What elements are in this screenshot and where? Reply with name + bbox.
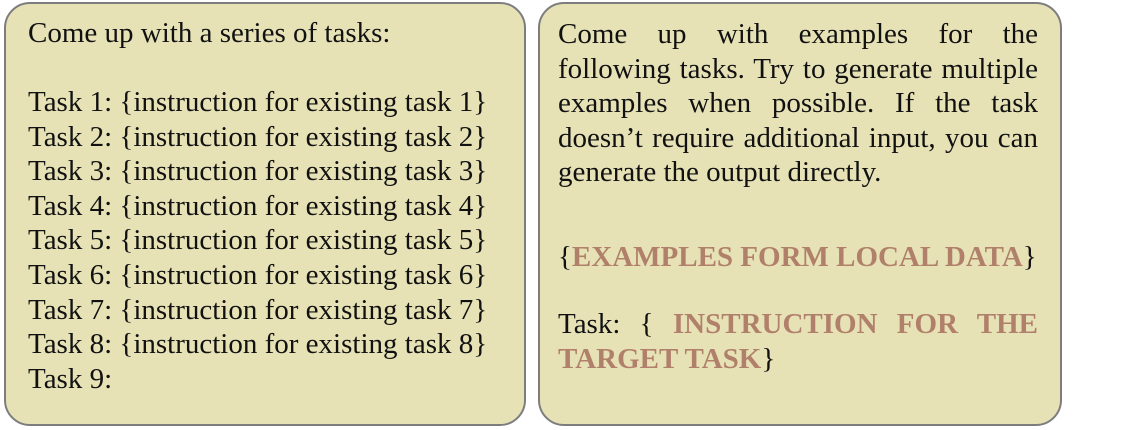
task-list: Task 1: {instruction for existing task 1…: [28, 85, 487, 396]
target-task-placeholder-2: TARGET TASK: [558, 342, 762, 375]
examples-placeholder: EXAMPLES FORM LOCAL DATA: [571, 241, 1023, 273]
instruction-line-1: Come up with examples for the: [558, 18, 1038, 50]
target-task-placeholder-1: INSTRUCTION FOR THE: [672, 308, 1039, 340]
task-item-4: Task 4: {instruction for existing task 4…: [28, 189, 488, 222]
prompt-box-example-generation: Come up with examples for the following …: [538, 2, 1062, 426]
task-item-1: Task 1: {instruction for existing task 1…: [28, 86, 488, 118]
target-task-line-2: TARGET TASK}: [558, 342, 1038, 377]
instruction-line-3: examples when possible. If the task: [558, 87, 1038, 120]
target-task-line-1: Task: { INSTRUCTION FOR THE: [558, 307, 1038, 342]
task-item-8: Task 8: {instruction for existing task 8…: [28, 328, 488, 361]
task-list-header: Come up with a series of tasks:: [28, 17, 391, 49]
task-item-7: Task 7: {instruction for existing task 7…: [28, 293, 488, 326]
prompt-box-task-list: Come up with a series of tasks: Task 1: …: [4, 2, 526, 426]
instruction-paragraph: Come up with examples for the following …: [558, 17, 1038, 190]
target-task-block: Task: { INSTRUCTION FOR THE TARGET TASK}: [558, 307, 1038, 376]
task-item-9: Task 9:: [28, 362, 113, 395]
examples-close-brace: }: [1022, 241, 1037, 273]
task-item-2: Task 2: {instruction for existing task 2…: [28, 120, 488, 153]
task-item-3: Task 3: {instruction for existing task 3…: [28, 155, 488, 188]
examples-open-brace: {: [558, 241, 572, 273]
examples-placeholder-line: {EXAMPLES FORM LOCAL DATA}: [558, 240, 1037, 274]
task-item-6: Task 6: {instruction for existing task 6…: [28, 258, 488, 291]
task-item-5: Task 5: {instruction for existing task 5…: [28, 224, 488, 257]
instruction-line-4: doesn’t require additional input, you ca…: [558, 121, 1038, 154]
instruction-line-5: generate the output directly.: [558, 156, 882, 189]
target-task-prefix: Task: {: [558, 308, 654, 340]
instruction-line-2: following tasks. Try to generate multipl…: [558, 52, 1038, 85]
target-task-close-brace: }: [761, 342, 776, 375]
